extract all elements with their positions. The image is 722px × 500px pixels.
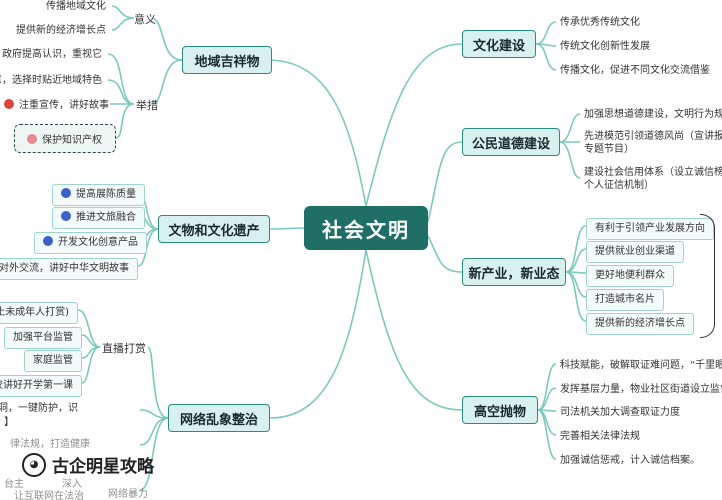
internet-tipping-item-1[interactable]: 止未成年人打赏) xyxy=(0,302,78,324)
watermark: ◕ 古企明星攻略 xyxy=(22,452,154,477)
link-root-morality xyxy=(427,141,463,223)
internet-tipping-item-2[interactable]: 加强平台监管 xyxy=(4,327,82,349)
internet-extra-item-3[interactable]: 律法规，打造健康 xyxy=(10,439,90,450)
link-root-mascot xyxy=(269,59,367,207)
newindustry-item-3[interactable]: 更好地便利群众 xyxy=(586,265,674,287)
throwing-item-3[interactable]: 司法机关加大调查取证力度 xyxy=(560,407,680,418)
mascot-measure-item-4[interactable]: 保护知识产权 xyxy=(14,124,116,153)
mascot-meaning-item-2[interactable]: 提供新的经济增长点 xyxy=(16,25,106,36)
branch-newindustry[interactable]: 新产业，新业态 xyxy=(462,258,566,286)
mascot-group-meaning[interactable]: 意义 xyxy=(134,13,156,26)
throwing-item-4[interactable]: 完善相关法律法规 xyxy=(560,431,640,442)
star-icon xyxy=(61,188,71,198)
mascot-measure-item-3[interactable]: 注重宣传，讲好故事 xyxy=(0,97,113,115)
heritage-item-1[interactable]: 提高展陈质量 xyxy=(52,184,145,206)
branch-throwing[interactable]: 高空抛物 xyxy=(462,396,538,424)
root-node[interactable]: 社会文明 xyxy=(304,206,428,250)
branch-heritage[interactable]: 文物和文化遗产 xyxy=(158,215,270,243)
internet-extra-item-2[interactable]: 】 xyxy=(4,417,14,428)
heritage-item-2[interactable]: 推进文旅融合 xyxy=(52,207,145,229)
shield-icon xyxy=(27,134,37,144)
internet-extra-item-7[interactable]: 网络暴力 xyxy=(108,489,148,500)
heritage-item-4[interactable]: 展对外交流，讲好中华文明故事 xyxy=(0,258,138,280)
branch-mascot[interactable]: 地域吉祥物 xyxy=(182,46,272,74)
internet-tipping-item-3[interactable]: 家庭监管 xyxy=(24,350,82,372)
culture-item-1[interactable]: 传承优秀传统文化 xyxy=(560,17,640,28)
throwing-item-5[interactable]: 加强诚信惩戒，计入诚信档案。 xyxy=(560,455,700,466)
newindustry-item-2[interactable]: 提供就业创业渠道 xyxy=(586,241,684,263)
summary-bracket xyxy=(700,214,715,338)
morality-item-1[interactable]: 加强思想道德建设，文明行为规范 xyxy=(584,109,722,120)
morality-item-3[interactable]: 建设社会信用体系（设立诚信榜单 个人征信机制） xyxy=(584,167,722,191)
link-root-throwing xyxy=(365,249,463,411)
internet-extra-item-6[interactable]: 让互联网在法治 xyxy=(14,491,84,500)
star-icon xyxy=(61,211,71,221)
link-root-newindustry xyxy=(427,235,463,273)
chat-logo-icon: ◕ xyxy=(22,452,46,477)
branch-culture[interactable]: 文化建设 xyxy=(462,30,536,58)
internet-group-tipping[interactable]: 直播打赏 xyxy=(102,342,146,355)
internet-extra-item-1[interactable]: 洞，一键防护，识 xyxy=(0,403,78,414)
internet-extra-item-5[interactable]: 深入 xyxy=(62,479,82,490)
heritage-item-3[interactable]: 开发文化创意产品 xyxy=(34,232,147,254)
mascot-measure-item-2[interactable]: 意，选择时贴近地域特色 xyxy=(0,75,102,86)
mascot-measure-item-1[interactable]: 政府提高认识，重视它 xyxy=(2,49,102,60)
link-root-culture xyxy=(365,43,463,207)
culture-item-2[interactable]: 传统文化创新性发展 xyxy=(560,41,650,52)
internet-tipping-item-4[interactable]: 校讲好开学第一课 xyxy=(0,375,82,397)
newindustry-item-5[interactable]: 提供新的经济增长点 xyxy=(586,313,694,335)
internet-extra-item-4[interactable]: 台主 xyxy=(4,479,24,490)
link-root-internet xyxy=(269,249,367,419)
star-icon xyxy=(43,236,53,246)
newindustry-item-4[interactable]: 打造城市名片 xyxy=(586,289,664,311)
mascot-group-measures[interactable]: 举措 xyxy=(136,99,158,112)
culture-item-3[interactable]: 传播文化，促进不同文化交流借鉴 xyxy=(560,65,710,76)
link-root-heritage xyxy=(269,227,305,230)
newindustry-item-1[interactable]: 有利于引领产业发展方向 xyxy=(586,218,714,240)
morality-item-2[interactable]: 先进模范引领道德风尚（宣讲报告 专题节目） xyxy=(584,131,722,155)
mascot-meaning-item-1[interactable]: 传播地域文化 xyxy=(46,1,106,12)
throwing-item-1[interactable]: 科技赋能，破解取证难问题，“千里眼” xyxy=(560,360,722,371)
throwing-item-2[interactable]: 发挥基层力量，物业社区街道设立监督 xyxy=(560,384,722,395)
branch-internet[interactable]: 网络乱象整治 xyxy=(168,404,270,432)
warning-icon xyxy=(4,99,14,109)
branch-morality[interactable]: 公民道德建设 xyxy=(462,128,560,156)
